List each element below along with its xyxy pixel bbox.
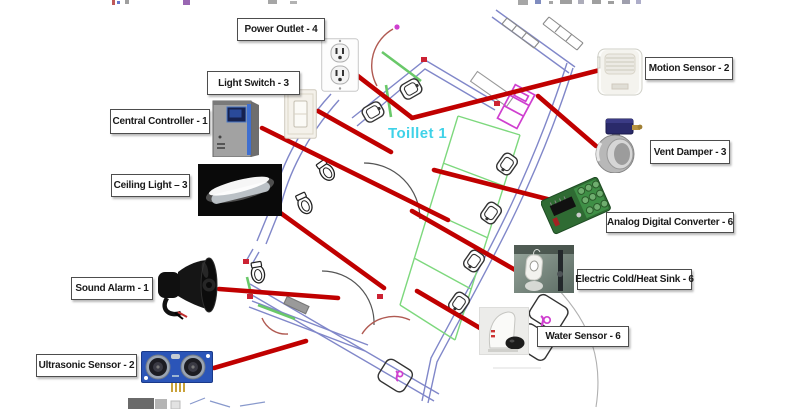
label-central-controller: Central Controller - 1 xyxy=(110,109,210,134)
label-analog-digital-converter: Analog Digital Converter - 6 xyxy=(606,212,734,233)
ceiling-light-image xyxy=(198,164,282,216)
label-sound-alarm: Sound Alarm - 1 xyxy=(71,277,153,300)
room-title: Toillet 1 xyxy=(388,125,448,142)
line-vent-damper xyxy=(535,93,599,149)
label-power-outlet: Power Outlet - 4 xyxy=(237,18,325,41)
central-controller-image xyxy=(212,100,259,157)
label-electric-cold-heat-sink: Electric Cold/Heat Sink - 6 xyxy=(575,269,694,290)
line-sound-alarm xyxy=(216,286,341,301)
label-ultrasonic-sensor: Ultrasonic Sensor - 2 xyxy=(36,354,137,377)
line-power-outlet xyxy=(351,70,414,120)
line-central-controller xyxy=(259,125,451,223)
line-ultrasonic-sensor xyxy=(211,338,309,371)
door-swing-arcs xyxy=(245,28,422,335)
power-outlet-image xyxy=(321,38,359,92)
label-motion-sensor: Motion Sensor - 2 xyxy=(645,57,733,80)
label-ceiling-light: Ceiling Light – 3 xyxy=(111,174,190,197)
motion-sensor-image xyxy=(597,48,643,96)
label-vent-damper: Vent Damper - 3 xyxy=(650,140,730,164)
corner-marks xyxy=(243,24,500,299)
ultrasonic-sensor-image xyxy=(141,351,213,392)
adc-image xyxy=(541,177,611,235)
electric-cold-heat-sink-image xyxy=(514,245,574,293)
line-motion-sensor xyxy=(409,67,603,121)
label-water-sensor: Water Sensor - 6 xyxy=(537,326,629,347)
top-edge-artifacts xyxy=(112,0,641,5)
light-switch-image xyxy=(284,89,317,139)
bottom-edge-artifacts xyxy=(128,397,266,409)
line-adc xyxy=(431,167,554,203)
line-light-switch xyxy=(315,108,394,155)
label-light-switch: Light Switch - 3 xyxy=(207,71,300,95)
vent-damper-image xyxy=(595,118,643,173)
annotation-lines xyxy=(211,67,603,371)
line-ceiling-light xyxy=(261,198,387,291)
water-sensor-image xyxy=(479,307,529,355)
line-water-sensor xyxy=(414,288,488,334)
door-arcs xyxy=(321,162,421,326)
sound-alarm-image xyxy=(158,257,218,320)
line-electric-sink xyxy=(409,208,520,274)
